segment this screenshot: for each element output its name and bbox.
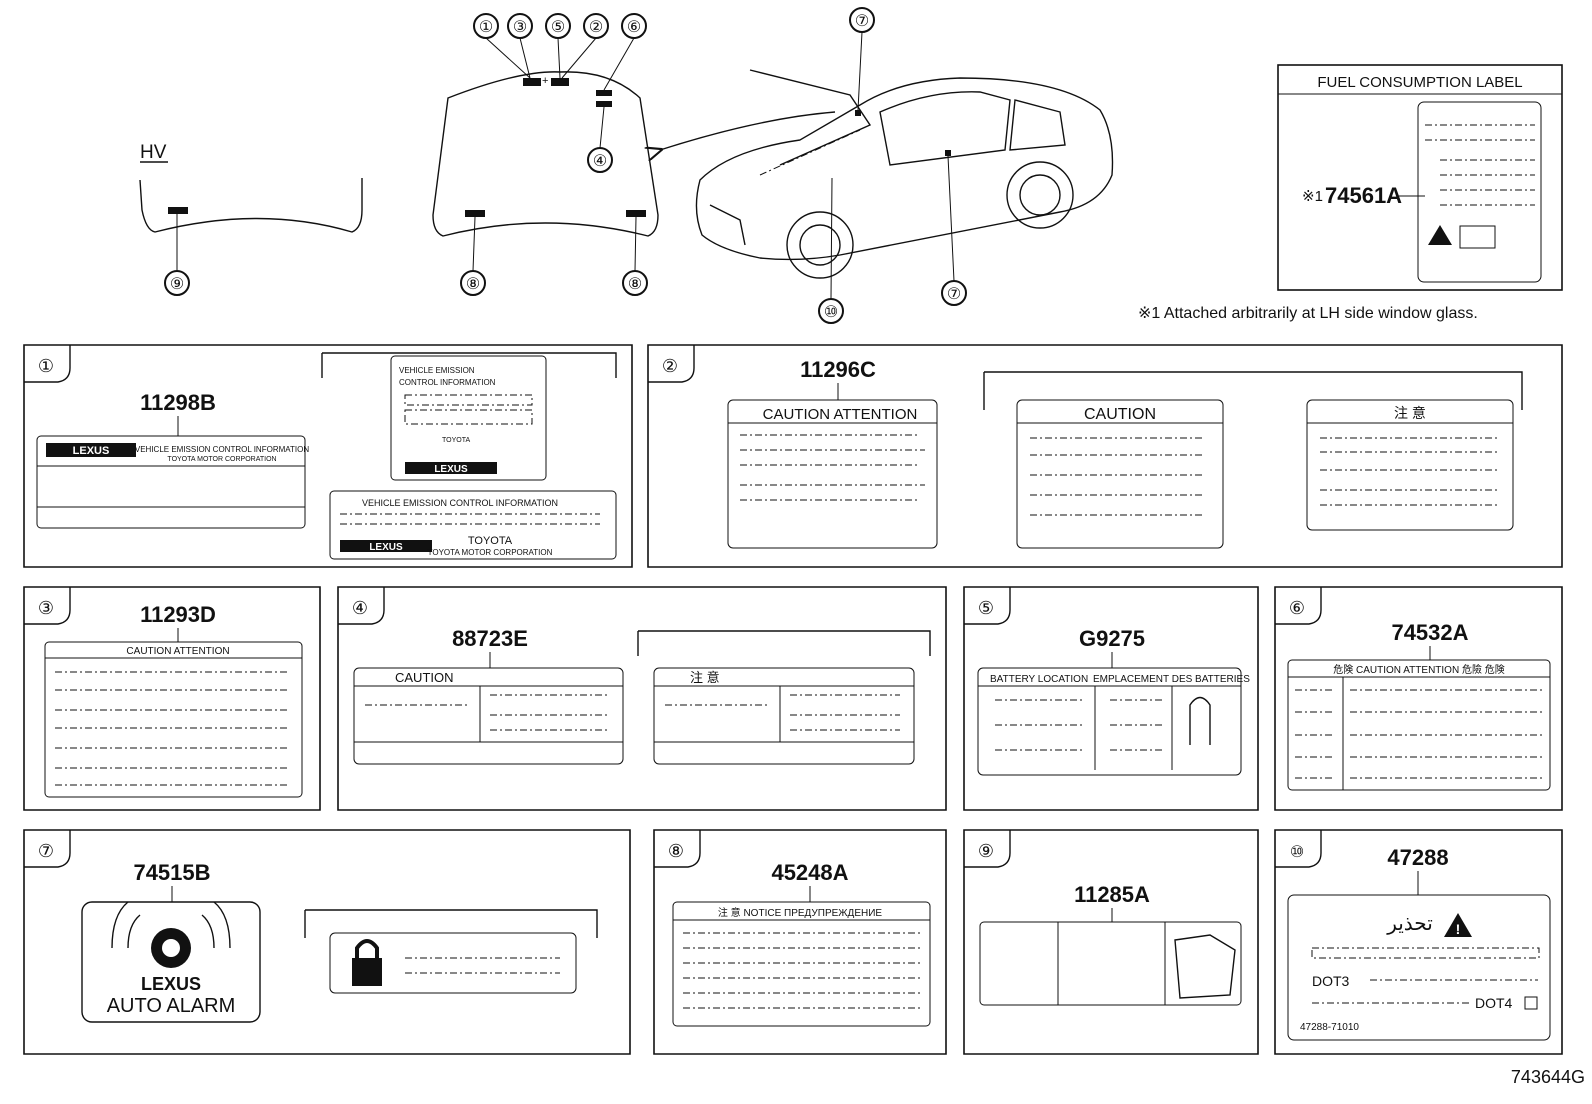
panel-5-number: ⑤: [978, 598, 994, 618]
panel-4-number: ④: [352, 598, 368, 618]
panel-2-number: ②: [662, 356, 678, 376]
auto-alarm-label: [81, 901, 261, 1023]
svg-text:!: !: [1456, 921, 1461, 937]
panel-1-part: 11298B: [140, 390, 216, 415]
panel-10-arabic: تحذير: [1386, 913, 1433, 935]
panel-5-battery-location: BATTERY LOCATION: [990, 674, 1088, 685]
callout-2-top: ②: [589, 19, 603, 36]
panel-8-part: 45248A: [771, 860, 848, 885]
panel-4-chinese: 注 意: [690, 670, 720, 685]
panel-1-toyota-b: TOYOTA: [442, 437, 470, 444]
panel-10-code: 47288-71010: [1300, 1022, 1359, 1033]
fuel-label-title: FUEL CONSUMPTION LABEL: [1317, 74, 1522, 91]
fuel-consumption-panel: FUEL CONSUMPTION LABEL ※1 74561A ※1 Atta…: [1138, 64, 1563, 322]
panel-9: ⑨ 11285A: [963, 829, 1259, 1055]
panel-2-caution: CAUTION: [1084, 406, 1156, 423]
panel-6: ⑥ 74532A 危険 CAUTION ATTENTION 危險 危険: [1274, 586, 1563, 811]
panel-4-part: 88723E: [452, 626, 528, 651]
panel-1: ① 11298B LEXUS VEHICLE EMISSION CONTROL …: [23, 344, 633, 568]
panel-3: ③ 11293D CAUTION ATTENTION: [23, 586, 321, 811]
panel-3-part: 11293D: [140, 602, 216, 627]
panel-2: ② 11296C CAUTION ATTENTION CAUTION 注 意: [647, 344, 1563, 568]
figure-id: 743644G: [1511, 1067, 1585, 1087]
panel-4: ④ 88723E CAUTION 注 意: [337, 586, 947, 811]
panel-10-dot3: DOT3: [1312, 973, 1350, 989]
panel-7-auto-alarm: AUTO ALARM: [107, 995, 236, 1017]
panel-6-part: 74532A: [1391, 620, 1468, 645]
callout-4-top: ④: [593, 153, 607, 170]
panel-7-logo: LEXUS: [141, 974, 201, 994]
panel-9-number: ⑨: [978, 841, 994, 861]
panel-7-part: 74515B: [133, 860, 210, 885]
panel-10: ⑩ 47288 تحذير ! DOT3 DOT4 47288-71010: [1274, 829, 1563, 1055]
callout-8b-top: ⑧: [628, 276, 642, 293]
panel-6-number: ⑥: [1289, 598, 1305, 618]
panel-9-part: 11285A: [1074, 882, 1150, 907]
callout-7a-top: ⑦: [855, 13, 869, 30]
svg-text:+: +: [542, 75, 548, 87]
panel-7-number: ⑦: [38, 841, 54, 861]
panel-3-number: ③: [38, 598, 54, 618]
callout-1-top: ①: [479, 19, 493, 36]
panel-8-header: 注 意 NOTICE ПРЕДУПРЕЖДЕНИЕ: [718, 906, 882, 919]
panel-1-vehicle-emission-c: VEHICLE EMISSION CONTROL INFORMATION: [362, 498, 558, 508]
panel-5: ⑤ G9275 BATTERY LOCATION EMPLACEMENT DES…: [963, 586, 1259, 811]
callout-10-top: ⑩: [824, 304, 838, 321]
panel-6-header: 危険 CAUTION ATTENTION 危險 危険: [1333, 663, 1504, 676]
callout-6-top: ⑥: [627, 19, 641, 36]
callout-3-top: ③: [513, 19, 527, 36]
panel-2-part: 11296C: [800, 357, 876, 382]
callout-7b-top: ⑦: [947, 286, 961, 303]
panel-1-control-info-b: CONTROL INFORMATION: [399, 378, 496, 387]
fuel-label-mark: ※1: [1302, 188, 1323, 205]
panel-1-vehicle-emission-a: VEHICLE EMISSION CONTROL INFORMATION: [135, 445, 309, 454]
fuel-label-part: 74561A: [1325, 183, 1402, 208]
panel-5-part: G9275: [1079, 626, 1145, 651]
panel-8-number: ⑧: [668, 841, 684, 861]
direction-arrow: [660, 111, 836, 150]
panel-3-header: CAUTION ATTENTION: [126, 646, 229, 657]
panel-4-caution: CAUTION: [395, 670, 454, 685]
panel-8: ⑧ 45248A 注 意 NOTICE ПРЕДУПРЕЖДЕНИЕ: [653, 829, 947, 1055]
panel-10-dot4: DOT4: [1475, 995, 1513, 1011]
panel-2-chinese: 注 意: [1394, 405, 1426, 421]
callout-5-top: ⑤: [551, 19, 565, 36]
hv-label: HV: [140, 142, 167, 163]
panel-2-caution-attention: CAUTION ATTENTION: [763, 406, 918, 423]
panel-10-part: 47288: [1387, 845, 1448, 870]
panel-10-number: ⑩: [1290, 844, 1304, 861]
panel-1-logo-a: LEXUS: [73, 445, 110, 457]
panel-1-toyota-corp-a: TOYOTA MOTOR CORPORATION: [167, 456, 276, 463]
panel-1-toyota-corp-c: TOYOTA MOTOR CORPORATION: [428, 548, 553, 557]
car-illustration: [695, 69, 1114, 279]
hood-view: + ① ③ ⑤ ② ⑥ ④ ⑧ ⑧: [432, 13, 659, 296]
panel-1-toyota-c: TOYOTA: [468, 535, 513, 547]
callout-8a-top: ⑧: [466, 276, 480, 293]
fuel-label-note: ※1 Attached arbitrarily at LH side windo…: [1138, 305, 1478, 322]
hv-hood-view: HV ⑨: [139, 142, 363, 296]
panel-7: ⑦ 74515B LEXUS AUTO ALARM: [23, 829, 631, 1055]
callout-9-top: ⑨: [170, 276, 184, 293]
panel-1-logo-c: LEXUS: [369, 542, 403, 553]
panel-5-emplacement: EMPLACEMENT DES BATTERIES: [1093, 674, 1250, 685]
panel-1-logo-b: LEXUS: [434, 464, 468, 475]
panel-1-vehicle-emission-b: VEHICLE EMISSION: [399, 366, 475, 375]
panel-1-number: ①: [38, 356, 54, 376]
